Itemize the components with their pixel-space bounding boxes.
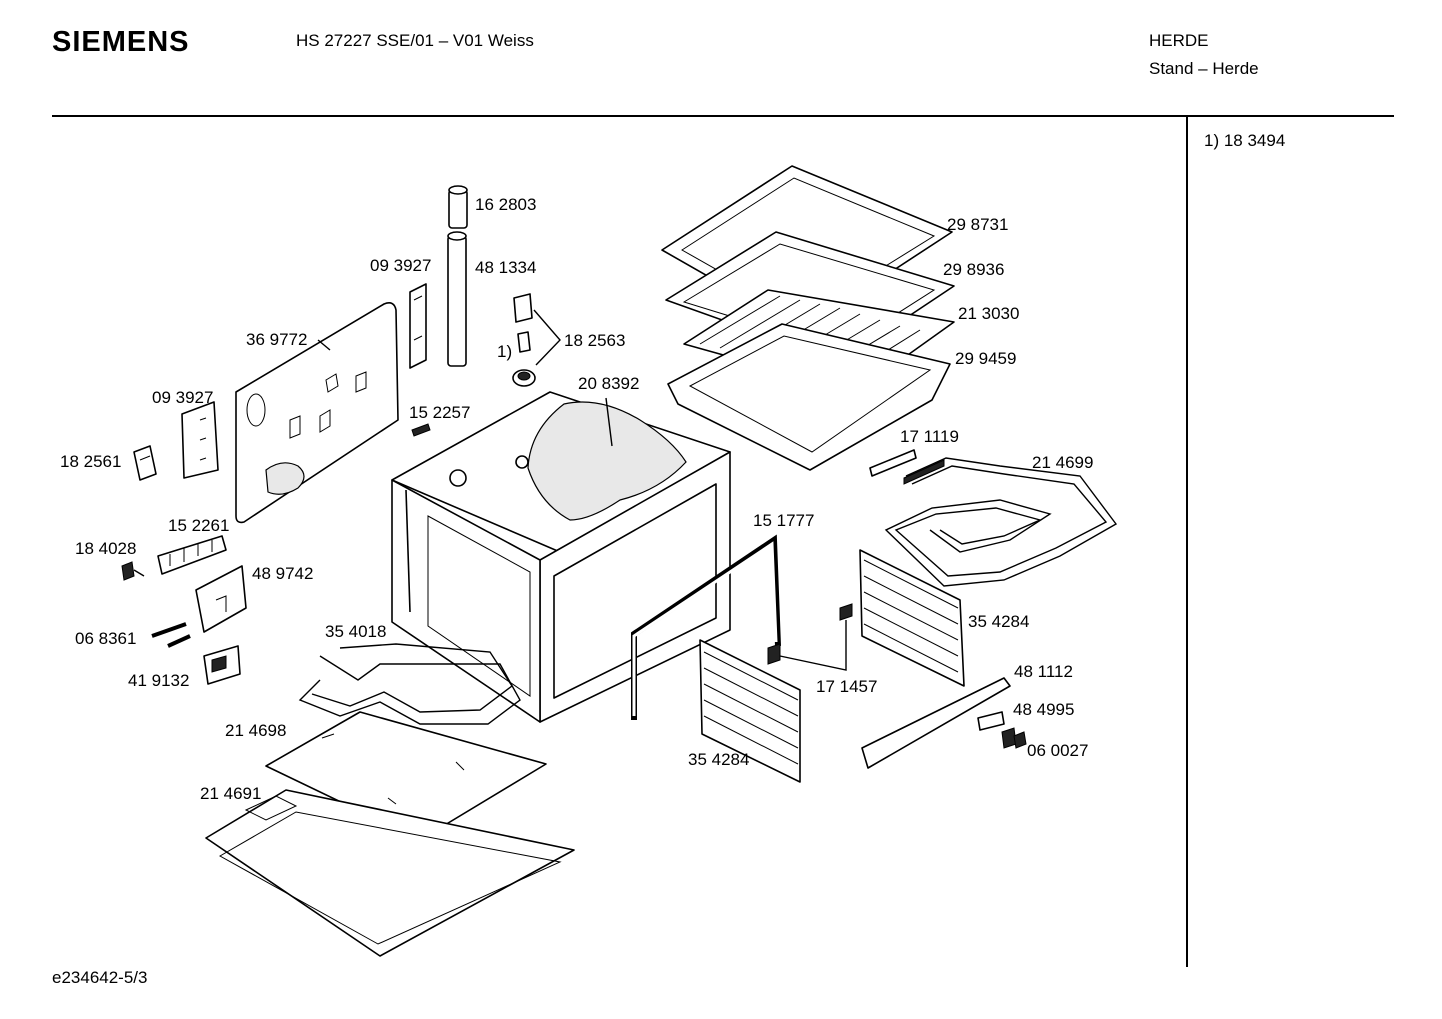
label-20-8392: 20 8392 [578,374,639,393]
heating-element-35-4018 [298,643,521,725]
label-17-1457: 17 1457 [816,677,877,696]
model-title: HS 27227 SSE/01 – V01 Weiss [296,31,534,50]
label-21-4691: 21 4691 [200,784,261,803]
label-09-3927-top: 09 3927 [370,256,431,275]
label-06-8361: 06 8361 [75,629,136,648]
side-panel-36-9772 [235,302,399,524]
bracket-48-9742 [195,565,247,633]
label-06-0027: 06 0027 [1027,741,1088,760]
gasket-15-1777 [631,534,781,720]
screw-06-0027 [1001,727,1027,749]
tray-29-9459 [667,323,951,471]
tube-48-1334 [447,231,467,367]
label-18-2561: 18 2561 [60,452,121,471]
label-29-9459: 29 9459 [955,349,1016,368]
bracket-09-3927-top [409,283,427,369]
label-15-2261: 15 2261 [168,516,229,535]
document-id: e234642-5/3 [52,968,148,987]
side-note: 1) 18 3494 [1204,131,1286,150]
label-16-2803: 16 2803 [475,195,536,214]
base-21-4691 [205,789,575,957]
label-29-8731: 29 8731 [947,215,1008,234]
label-29-8936: 29 8936 [943,260,1004,279]
label-footnote-1: 1) [497,342,512,361]
label-21-4698: 21 4698 [225,721,286,740]
label-21-3030: 21 3030 [958,304,1019,323]
side-divider [1186,117,1188,967]
label-17-1119: 17 1119 [900,427,959,446]
brand-logo: SIEMENS [52,26,190,58]
screw-18-4028 [121,561,145,581]
bracket-17-1119 [869,449,917,477]
clip-18-2561 [133,445,157,481]
hinge-09-3927 [181,401,219,479]
label-18-2563: 18 2563 [564,331,625,350]
label-09-3927: 09 3927 [152,388,213,407]
knob-18-2563 [512,293,561,387]
label-18-4028: 18 4028 [75,539,136,558]
label-48-1112: 48 1112 [1014,662,1073,681]
switch-41-9132 [203,645,241,685]
label-15-2257: 15 2257 [409,403,470,422]
screw-06-8361 [151,622,191,648]
label-41-9132: 41 9132 [128,671,189,690]
heating-element-21-4699 [884,457,1118,587]
label-48-1334: 48 1334 [475,258,536,277]
subcategory-label: Stand – Herde [1149,59,1259,78]
label-36-9772: 36 9772 [246,330,307,349]
label-35-4284-right: 35 4284 [968,612,1029,631]
terminal-block-15-2261 [157,535,227,575]
oven-cavity [391,391,731,723]
header-divider [52,115,1394,117]
label-35-4284-left: 35 4284 [688,750,749,769]
label-48-9742: 48 9742 [252,564,313,583]
tube-16-2803 [448,185,468,229]
screw-17-1457 [767,603,853,671]
clip-48-4995 [977,711,1005,731]
label-48-4995: 48 4995 [1013,700,1074,719]
category-label: HERDE [1149,31,1209,50]
label-21-4699: 21 4699 [1032,453,1093,472]
shelf-support-35-4284-left [699,639,801,783]
label-35-4018: 35 4018 [325,622,386,641]
part-labels: 16 2803 48 1334 09 3927 36 9772 18 2563 … [60,195,1093,803]
label-15-1777: 15 1777 [753,511,814,530]
clip-15-2257 [411,423,431,437]
shelf-support-35-4284-right [859,549,965,687]
rail-48-1112 [861,677,1011,769]
